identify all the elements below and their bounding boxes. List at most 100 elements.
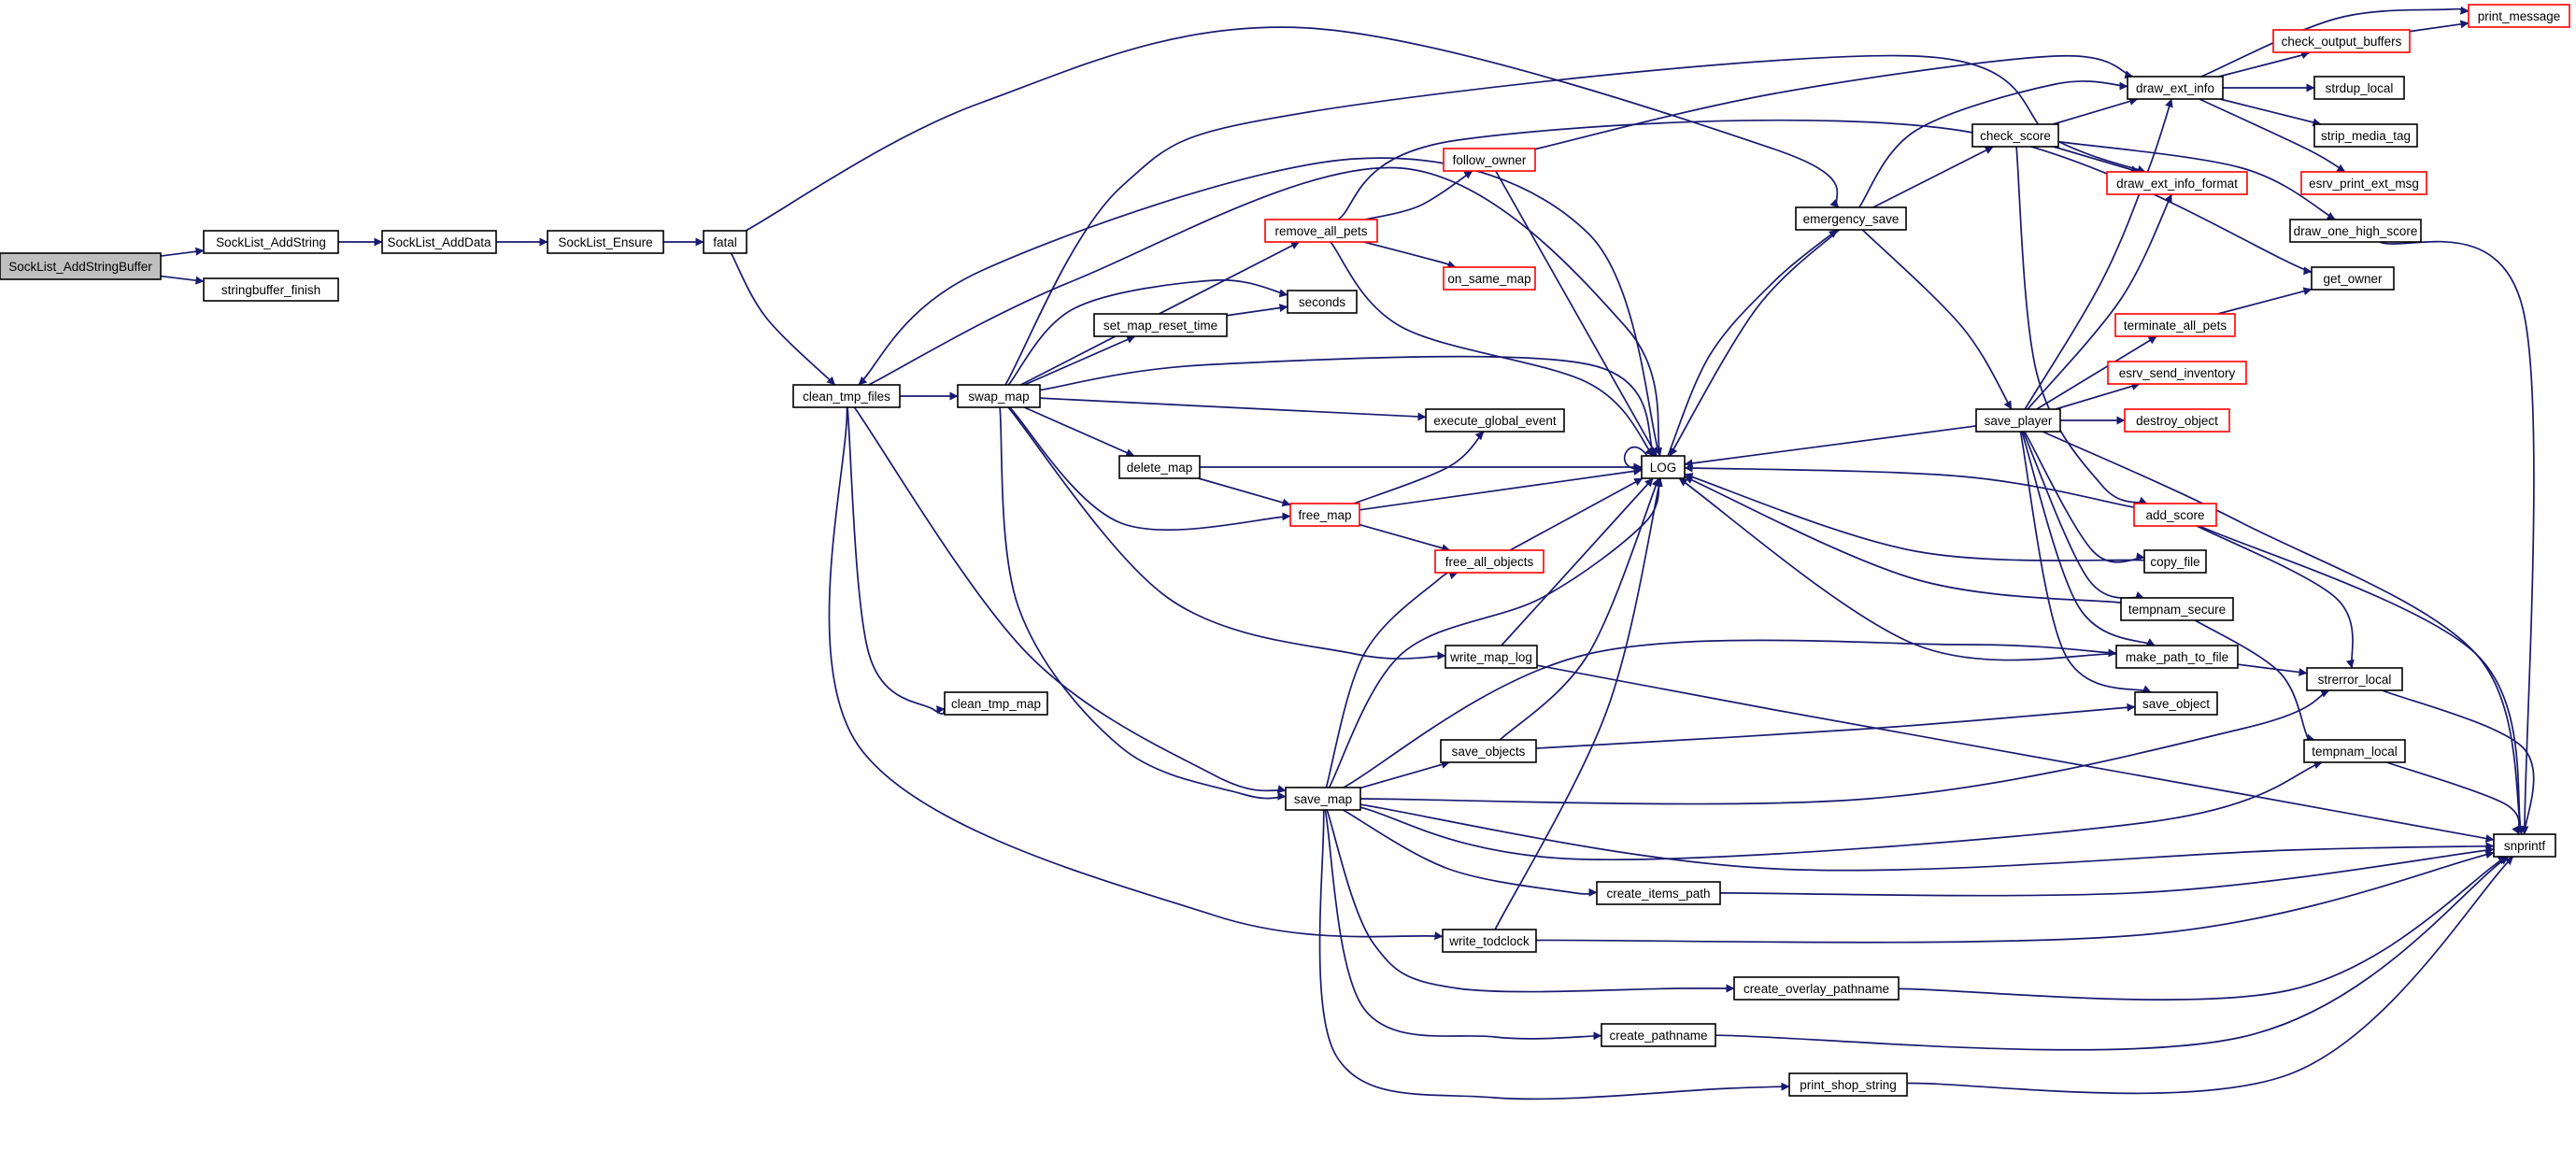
node-create-overlay-pathname[interactable]: create_overlay_pathname [1733,976,1900,1001]
node-emergency-save[interactable]: emergency_save [1795,206,1907,231]
node-delete-map[interactable]: delete_map [1118,455,1201,479]
node-set-map-reset-time[interactable]: set_map_reset_time [1093,313,1228,337]
node-check-output-buffers[interactable]: check_output_buffers [2272,29,2411,53]
node-free-map[interactable]: free_map [1289,503,1360,527]
node-swap-map[interactable]: swap_map [957,384,1041,408]
edge-tempnam-secure-to-log [1684,476,2122,603]
edge-save-map-to-create-pathname [1324,809,1602,1041]
node-label: strerror_local [2318,673,2392,687]
node-log[interactable]: LOG [1641,455,1686,479]
node-label: SockList_AddData [387,235,491,249]
node-label: clean_tmp_map [951,697,1041,711]
node-box [792,384,901,408]
edge-fatal-to-emergency-save [745,26,1840,232]
edge-socklist-addstringbuffer-to-stringbuffer-finish [160,275,205,285]
node-create-items-path[interactable]: create_items_path [1596,881,1721,905]
edge-draw-ext-info-to-strip-media-tag [2219,98,2322,127]
node-write-todclock[interactable]: write_todclock [1442,929,1537,953]
node-label: check_score [1980,129,2051,143]
node-box [2311,266,2395,291]
node-strdup-local[interactable]: strdup_local [2313,76,2405,100]
node-box [1093,313,1228,337]
node-destroy-object[interactable]: destroy_object [2124,408,2230,433]
node-copy-file[interactable]: copy_file [2143,549,2207,574]
node-write-map-log[interactable]: write_map_log [1445,645,1538,669]
edge-save-map-to-save-objects [1359,760,1450,789]
node-snprintf[interactable]: snprintf [2493,833,2556,858]
edge-save-map-to-log [1328,477,1661,788]
edge-write-todclock-to-log [1494,477,1663,930]
edge-emergency-save-to-log [1669,229,1840,457]
edge-set-map-reset-time-to-seconds [1226,304,1288,317]
node-box [1975,408,2061,433]
node-strip-media-tag[interactable]: strip_media_tag [2313,123,2418,148]
node-draw-ext-info-format[interactable]: draw_ext_info_format [2106,171,2248,195]
node-box [2306,667,2403,691]
node-follow-owner[interactable]: follow_owner [1443,148,1536,172]
node-save-player[interactable]: save_player [1975,408,2061,433]
node-get-owner[interactable]: get_owner [2311,266,2395,291]
edge-fatal-to-clean-tmp-files [730,252,836,386]
node-print-message[interactable]: print_message [2468,4,2570,28]
node-clean-tmp-map[interactable]: clean_tmp_map [944,691,1048,716]
node-label: esrv_send_inventory [2119,366,2236,380]
node-on-same-map[interactable]: on_same_map [1443,266,1536,291]
node-save-objects[interactable]: save_objects [1440,739,1537,763]
node-tempnam-secure[interactable]: tempnam_secure [2120,597,2234,621]
edge-save-player-to-draw-ext-info [2024,98,2173,410]
node-socklist-ensure[interactable]: SockList_Ensure [547,230,664,254]
node-fatal[interactable]: fatal [703,230,747,254]
node-box [547,230,664,254]
edge-make-path-to-file-to-strerror-local [2237,663,2308,676]
node-esrv-send-inventory[interactable]: esrv_send_inventory [2107,361,2247,385]
node-seconds[interactable]: seconds [1287,290,1358,314]
node-draw-ext-info[interactable]: draw_ext_info [2127,76,2224,100]
node-terminate-all-pets[interactable]: terminate_all_pets [2114,313,2236,337]
node-execute-global-event[interactable]: execute_global_event [1425,408,1565,433]
node-save-map[interactable]: save_map [1285,787,1361,811]
node-esrv-print-ext-msg[interactable]: esrv_print_ext_msg [2300,171,2427,195]
node-make-path-to-file[interactable]: make_path_to_file [2115,645,2239,669]
node-print-shop-string[interactable]: print_shop_string [1788,1072,1908,1097]
node-add-score[interactable]: add_score [2133,503,2217,527]
edge-free-map-to-log [1359,466,1643,511]
edge-check-score-to-draw-one-high-score [2057,140,2336,220]
node-check-score[interactable]: check_score [1971,123,2059,148]
node-label: draw_ext_info_format [2116,177,2238,191]
node-label: remove_all_pets [1274,224,1367,238]
edge-remove-all-pets-to-get-owner [1337,119,2336,283]
node-box [2313,123,2418,148]
node-box [1289,503,1360,527]
node-draw-one-high-score[interactable]: draw_one_high_score [2289,219,2422,243]
node-label: destroy_object [2136,414,2218,428]
node-box [1442,929,1537,953]
edge-save-map-to-create-overlay-pathname [1326,809,1735,993]
edge-follow-owner-to-draw-ext-info [1534,54,2134,150]
node-strerror-local[interactable]: strerror_local [2306,667,2403,691]
node-remove-all-pets[interactable]: remove_all_pets [1264,219,1378,243]
node-label: snprintf [2504,839,2546,853]
node-label: strip_media_tag [2321,129,2411,143]
node-label: swap_map [968,390,1029,404]
edge-save-player-to-save-object [2019,431,2152,693]
node-label: save_object [2142,697,2210,711]
edge-swap-map-to-delete-map [1023,406,1135,457]
node-box [1443,148,1536,172]
node-socklist-adddata[interactable]: SockList_AddData [381,230,497,254]
node-box [2143,549,2207,574]
node-label: SockList_AddStringBuffer [8,260,152,274]
edge-remove-all-pets-to-log [1330,241,1654,457]
node-box [1285,787,1361,811]
node-socklist-addstring[interactable]: SockList_AddString [203,230,339,254]
node-box [703,230,747,254]
node-free-all-objects[interactable]: free_all_objects [1434,549,1544,574]
node-box [2134,691,2218,716]
node-clean-tmp-files[interactable]: clean_tmp_files [792,384,901,408]
node-label: save_map [1294,792,1352,806]
node-box [1788,1072,1908,1097]
node-stringbuffer-finish[interactable]: stringbuffer_finish [203,277,339,302]
node-box [2468,4,2570,28]
node-create-pathname[interactable]: create_pathname [1601,1023,1716,1047]
node-tempnam-local[interactable]: tempnam_local [2303,739,2406,763]
node-save-object[interactable]: save_object [2134,691,2218,716]
